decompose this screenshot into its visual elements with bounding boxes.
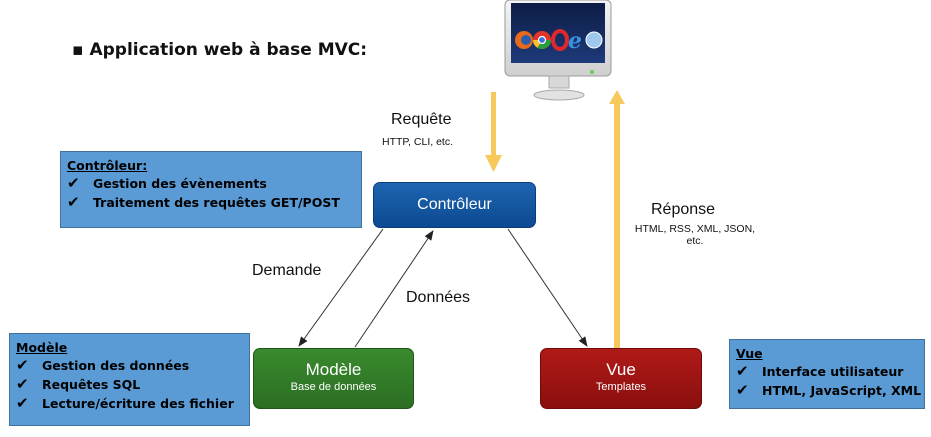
demande-label: Demande: [252, 262, 322, 279]
controleur-node-title: Contrôleur: [417, 196, 492, 213]
list-item: ✔ Requêtes SQL: [16, 375, 249, 394]
page-title: ▪ Application web à base MVC:: [72, 40, 367, 60]
request-arrow: [485, 92, 502, 172]
vue-node-title: Vue: [606, 360, 636, 379]
list-item-text: Gestion des données: [42, 358, 190, 373]
firefox-icon: [515, 31, 533, 49]
check-icon: ✔: [16, 356, 29, 374]
list-item: ✔ Lecture/écriture des fichier: [16, 394, 249, 413]
modele-node-subtitle: Base de données: [290, 381, 377, 393]
list-item: ✔ HTML, JavaScript, XML: [736, 381, 924, 400]
monitor-icon: e: [504, 0, 612, 101]
check-icon: ✔: [16, 375, 29, 393]
safari-icon: [585, 31, 603, 49]
list-item: ✔ Traitement des requêtes GET/POST: [67, 193, 361, 212]
check-icon: ✔: [736, 381, 749, 399]
check-icon: ✔: [67, 174, 80, 192]
demande-arrow: [298, 228, 384, 347]
vue-info-box: Vue ✔ Interface utilisateur ✔ HTML, Java…: [729, 339, 925, 409]
controleur-info-box: Contrôleur: ✔ Gestion des évènements ✔ T…: [60, 151, 362, 228]
bullet: ▪: [72, 40, 84, 60]
vue-arrow: [507, 228, 588, 347]
response-arrow: [609, 90, 625, 348]
chrome-icon: [533, 31, 551, 50]
list-item-text: Lecture/écriture des fichier: [42, 396, 234, 411]
check-icon: ✔: [16, 394, 29, 412]
page-title-text: Application web à base MVC:: [89, 40, 368, 60]
requete-sublabel: HTTP, CLI, etc.: [382, 136, 453, 148]
vue-node: Vue Templates: [540, 348, 702, 409]
vue-node-subtitle: Templates: [595, 381, 647, 393]
ie-icon: e: [568, 28, 582, 54]
list-item: ✔ Gestion des évènements: [67, 174, 361, 193]
list-item-text: Gestion des évènements: [93, 176, 267, 191]
modele-info-title: Modèle: [16, 340, 68, 355]
list-item-text: HTML, JavaScript, XML: [762, 383, 922, 398]
check-icon: ✔: [67, 193, 80, 211]
controleur-node: Contrôleur: [373, 182, 536, 228]
reponse-label: Réponse: [651, 201, 716, 218]
list-item: ✔ Interface utilisateur: [736, 362, 924, 381]
check-icon: ✔: [736, 362, 749, 380]
list-item-text: Traitement des requêtes GET/POST: [93, 195, 340, 210]
donnees-label: Données: [406, 289, 471, 306]
list-item: ✔ Gestion des données: [16, 356, 249, 375]
vue-info-title: Vue: [736, 346, 763, 361]
list-item-text: Interface utilisateur: [762, 364, 904, 379]
donnees-arrow: [354, 230, 434, 348]
reponse-sublabel: HTML, RSS, XML, JSON, etc.: [634, 223, 756, 247]
svg-text:e: e: [568, 28, 582, 54]
modele-node-title: Modèle: [305, 360, 362, 379]
opera-icon: [551, 29, 569, 51]
modele-info-box: Modèle ✔ Gestion des données ✔ Requêtes …: [9, 333, 250, 426]
requete-label: Requête: [391, 111, 452, 128]
controleur-info-title: Contrôleur:: [67, 158, 148, 173]
list-item-text: Requêtes SQL: [42, 377, 141, 392]
modele-node: Modèle Base de données: [253, 348, 414, 409]
